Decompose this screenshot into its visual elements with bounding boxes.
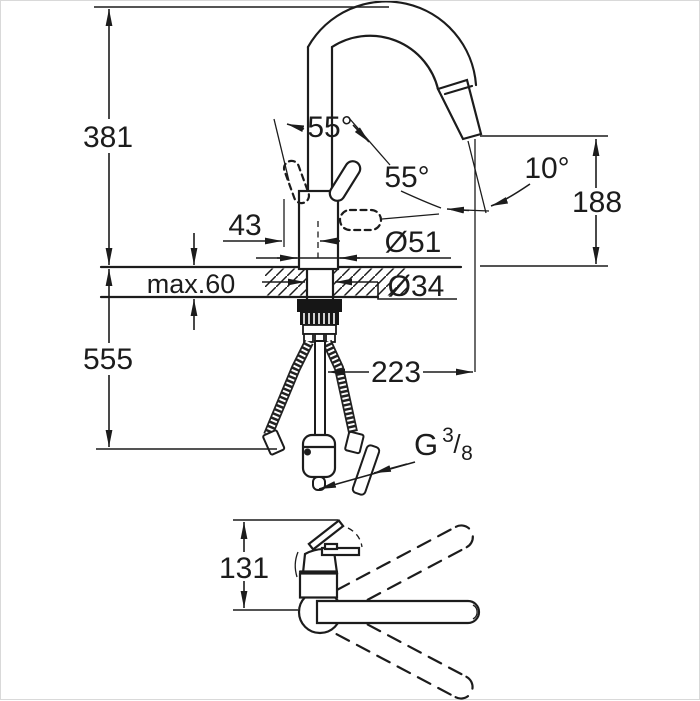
handle-lever [328,160,362,202]
weight-detail-dot [304,448,311,456]
dim-188-label: 188 [572,186,622,219]
handle-position-left-dashed [282,159,311,205]
dimension-max60: max.60 [147,233,236,330]
dim-131-label: 131 [219,552,269,585]
dim-dia34-label: Ø34 [388,270,445,303]
faucet-spout [306,1,483,193]
lever-bar-side [320,546,361,557]
supply-hose-right [322,339,381,496]
dim-381-label: 381 [83,121,133,154]
spout-end-cap-detail [472,604,478,620]
hose-fitting-left [262,429,286,456]
angle-10-label: 10° [524,152,569,185]
thread-slash-label: / [453,429,461,459]
mounting-hardware [297,299,342,343]
lever-hub [323,542,339,551]
mounting-nut [297,299,342,312]
thread-num-label: 3 [442,424,454,447]
dim-dia51-label: Ø51 [385,226,442,259]
dimension-381: 381 [83,9,133,265]
washer [302,324,337,335]
thread-g-label: G [414,427,438,462]
hose-fitting-right [344,430,365,455]
side-view [294,519,481,700]
pullout-hose-tube [314,340,326,437]
dimension-10: 10° [467,139,570,372]
dimension-55-handle: 55° [273,111,391,182]
dim-max60-label: max.60 [147,269,236,299]
spout-tube-side [315,599,481,625]
dimension-188: 188 [572,139,622,264]
dimension-131: 131 [219,519,338,611]
dimension-223: 223 [328,356,473,389]
spray-head [436,78,483,141]
spout-inner-arc [330,34,440,91]
lever-swing-dashed [347,527,363,548]
angle-55-lever-label: 55° [384,161,429,194]
dimensions: 381 555 max.60 43 Ø51 [83,6,622,611]
hose-weight [301,433,337,479]
main-view [99,1,483,496]
spout-swivel-up-dashed [335,524,474,612]
dimension-g38: G 3 / 8 [318,424,473,490]
lever-raised-position [307,519,345,551]
dimension-555: 555 [83,269,133,447]
pullout-hose [301,340,337,491]
angle-55-handle-label: 55° [307,111,352,144]
dimension-55-lever: 55° [381,161,490,220]
supply-tube-end [351,444,381,496]
spout-swivel-down-dashed [335,612,474,700]
dim-43-label: 43 [228,209,261,242]
spout-outer-arc [306,1,478,87]
dimension-43: 43 [223,199,340,247]
dim-555-label: 555 [83,343,133,376]
supply-hose-left [262,339,314,456]
thread-den-label: 8 [461,442,473,465]
dim-223-label: 223 [371,356,421,389]
handle-position-right-dashed [338,208,383,232]
dimension-dia51: Ø51 [256,226,451,262]
spray-head-joint [443,84,474,96]
body-side [298,572,339,599]
faucet-body [297,189,340,271]
dimension-dia34: Ø34 [262,270,457,303]
dome-edge-arc [294,551,299,578]
